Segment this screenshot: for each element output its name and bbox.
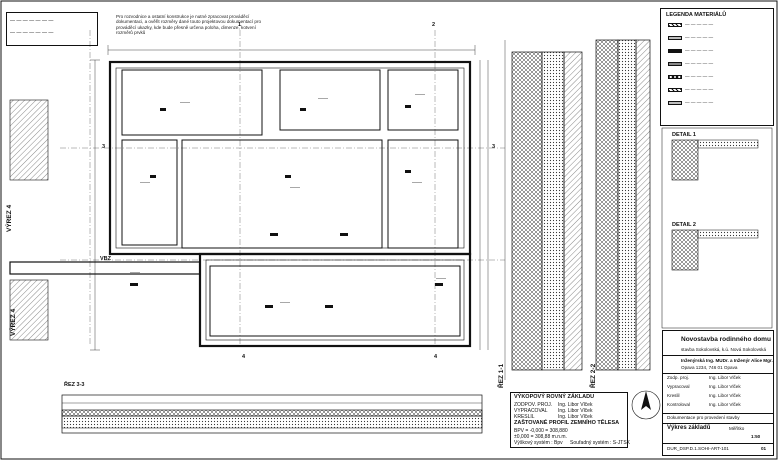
detail-panel [661, 127, 773, 329]
axis-label: 3 [102, 144, 106, 150]
legend-label: — — — — — [685, 100, 714, 105]
section-mark-vyrez: VÝREZ 4 [6, 204, 13, 232]
legend-swatch [668, 61, 682, 66]
title-block-key: Kontroloval [667, 402, 690, 407]
firm-address: Opava 1234, 746 01 Opava [681, 365, 738, 370]
legend-label: — — — — — [685, 61, 714, 66]
title-block-value: Ing. Libor Vlček [709, 375, 741, 380]
meta-value: Ing. Libor Vlček [558, 414, 593, 420]
title-block-key: Zodp. proj. [667, 375, 689, 380]
room-label: —— [318, 96, 328, 102]
legend-title: LEGENDA MATERIÁLŮ [666, 12, 727, 18]
corner-legend-line: — — — — — — — [10, 30, 54, 36]
axis-label: 3 [492, 144, 496, 150]
room-label: —— [180, 100, 190, 106]
drawing-title: Výkres základů [667, 425, 711, 431]
legend-swatch [668, 48, 682, 53]
section-mark-vyrez: VÝREZ 4 [10, 308, 17, 336]
legend-item: — — — — — [668, 61, 713, 66]
spec-line: Výškový systém : Bpv [514, 440, 563, 446]
axis-label: 4 [434, 354, 438, 360]
firm-name: Inženýrská Ing. MUDr. a Inženýr Alice Mg… [681, 358, 773, 363]
legend-list: — — — — — — — — — — — — — — — — — — — — — — … [660, 22, 774, 122]
section-right [595, 39, 651, 371]
title-block-value: Ing. Libor Vlček [709, 402, 741, 407]
spec-line: ±0,000 = 308,88 m.n.m. [514, 434, 567, 440]
axis-label: 2 [432, 22, 436, 28]
legend-box [660, 8, 774, 126]
title-block-key: Vypracoval [667, 384, 690, 389]
legend-swatch [668, 35, 682, 40]
legend-item: — — — — — [668, 100, 713, 105]
meta-label: ZODPOV. PROJ. [514, 402, 553, 408]
section-strip [61, 394, 483, 434]
legend-item: — — — — — [668, 48, 713, 53]
scale-label: Měřítko [729, 426, 745, 431]
stage-label: Dokumentace pro provedení stavby [667, 415, 740, 420]
detail-label: DETAIL 1 [672, 132, 696, 138]
axis-lines [60, 30, 505, 345]
room-label: —— [436, 276, 446, 282]
corner-legend-line: — — — — — — — [10, 18, 54, 24]
meta-label: KRESLIL [514, 414, 535, 420]
legend-label: — — — — — [685, 22, 714, 27]
foundation-table-title: VÝKOPOVÝ ROVNÝ ZÁKLADU [514, 394, 595, 400]
legend-item: — — — — — [668, 35, 713, 40]
section-mark-rez: ŘEZ 3-3 [64, 382, 85, 388]
section-left [504, 40, 583, 380]
legend-item: — — — — — [668, 74, 713, 79]
meta-value: Ing. Libor Vlček [558, 402, 593, 408]
legend-label: — — — — — [685, 87, 714, 92]
title-block-key: Kreslil [667, 393, 680, 398]
detail-label: DETAIL 2 [672, 222, 696, 228]
foundation-table [510, 392, 628, 448]
legend-item: — — — — — [668, 22, 713, 27]
legend-swatch [668, 74, 682, 79]
dimension-lines [90, 45, 489, 351]
meta-value: Ing. Libor Vlček [558, 408, 593, 414]
legend-label: — — — — — [685, 35, 714, 40]
section-mark-vbz: VBZ [100, 256, 111, 262]
north-arrow [631, 390, 661, 420]
foundation-table-subtitle: ZAŠTOVANÉ PROFIL ZEMNÍHO TĚLESA [514, 420, 620, 426]
plan-note: Pro rozvodnice a ostatní konstrukce je n… [116, 14, 262, 36]
room-label: —— [290, 185, 300, 191]
corner-legend-box [6, 12, 98, 46]
project-location: stavba Sokolovská, k.ú. Nová Sokolovská [681, 347, 767, 352]
title-block: Novostavba rodinného domu stavba Sokolov… [662, 330, 774, 456]
hatch-left [9, 99, 49, 341]
room-label: —— [130, 270, 140, 276]
spec-line: Souřadný systém : S-JTSK [570, 440, 631, 446]
legend-item: — — — — — [668, 87, 713, 92]
axis-label: 1 [238, 22, 242, 28]
legend-swatch [668, 22, 682, 27]
room-label: —— [280, 300, 290, 306]
plan-walls [9, 60, 472, 348]
title-block-value: Ing. Libor Vlček [709, 384, 741, 389]
section-label: ŘEZ 1-1 [498, 363, 505, 388]
axis-label: 4 [242, 354, 246, 360]
section-label: ŘEZ 2-2 [590, 363, 597, 388]
column-marks [130, 105, 443, 308]
room-label: —— [412, 180, 422, 186]
legend-label: — — — — — [685, 74, 714, 79]
drawing-number: DUR_DSP.D.1.SOHI-ART-101 [667, 446, 729, 451]
project-title: Novostavba rodinného domu [681, 336, 771, 343]
title-block-value: Ing. Libor Vlček [709, 393, 741, 398]
legend-label: — — — — — [685, 48, 714, 53]
room-label: —— [415, 92, 425, 98]
legend-swatch [668, 100, 682, 105]
scale-value: 1:50 [751, 434, 761, 439]
room-label: —— [140, 180, 150, 186]
legend-swatch [668, 87, 682, 92]
meta-label: VYPRACOVAL [514, 408, 548, 414]
sheet-number: 01 [761, 446, 767, 451]
spec-line: BPV = -0,000 = 308,880 [514, 428, 568, 434]
